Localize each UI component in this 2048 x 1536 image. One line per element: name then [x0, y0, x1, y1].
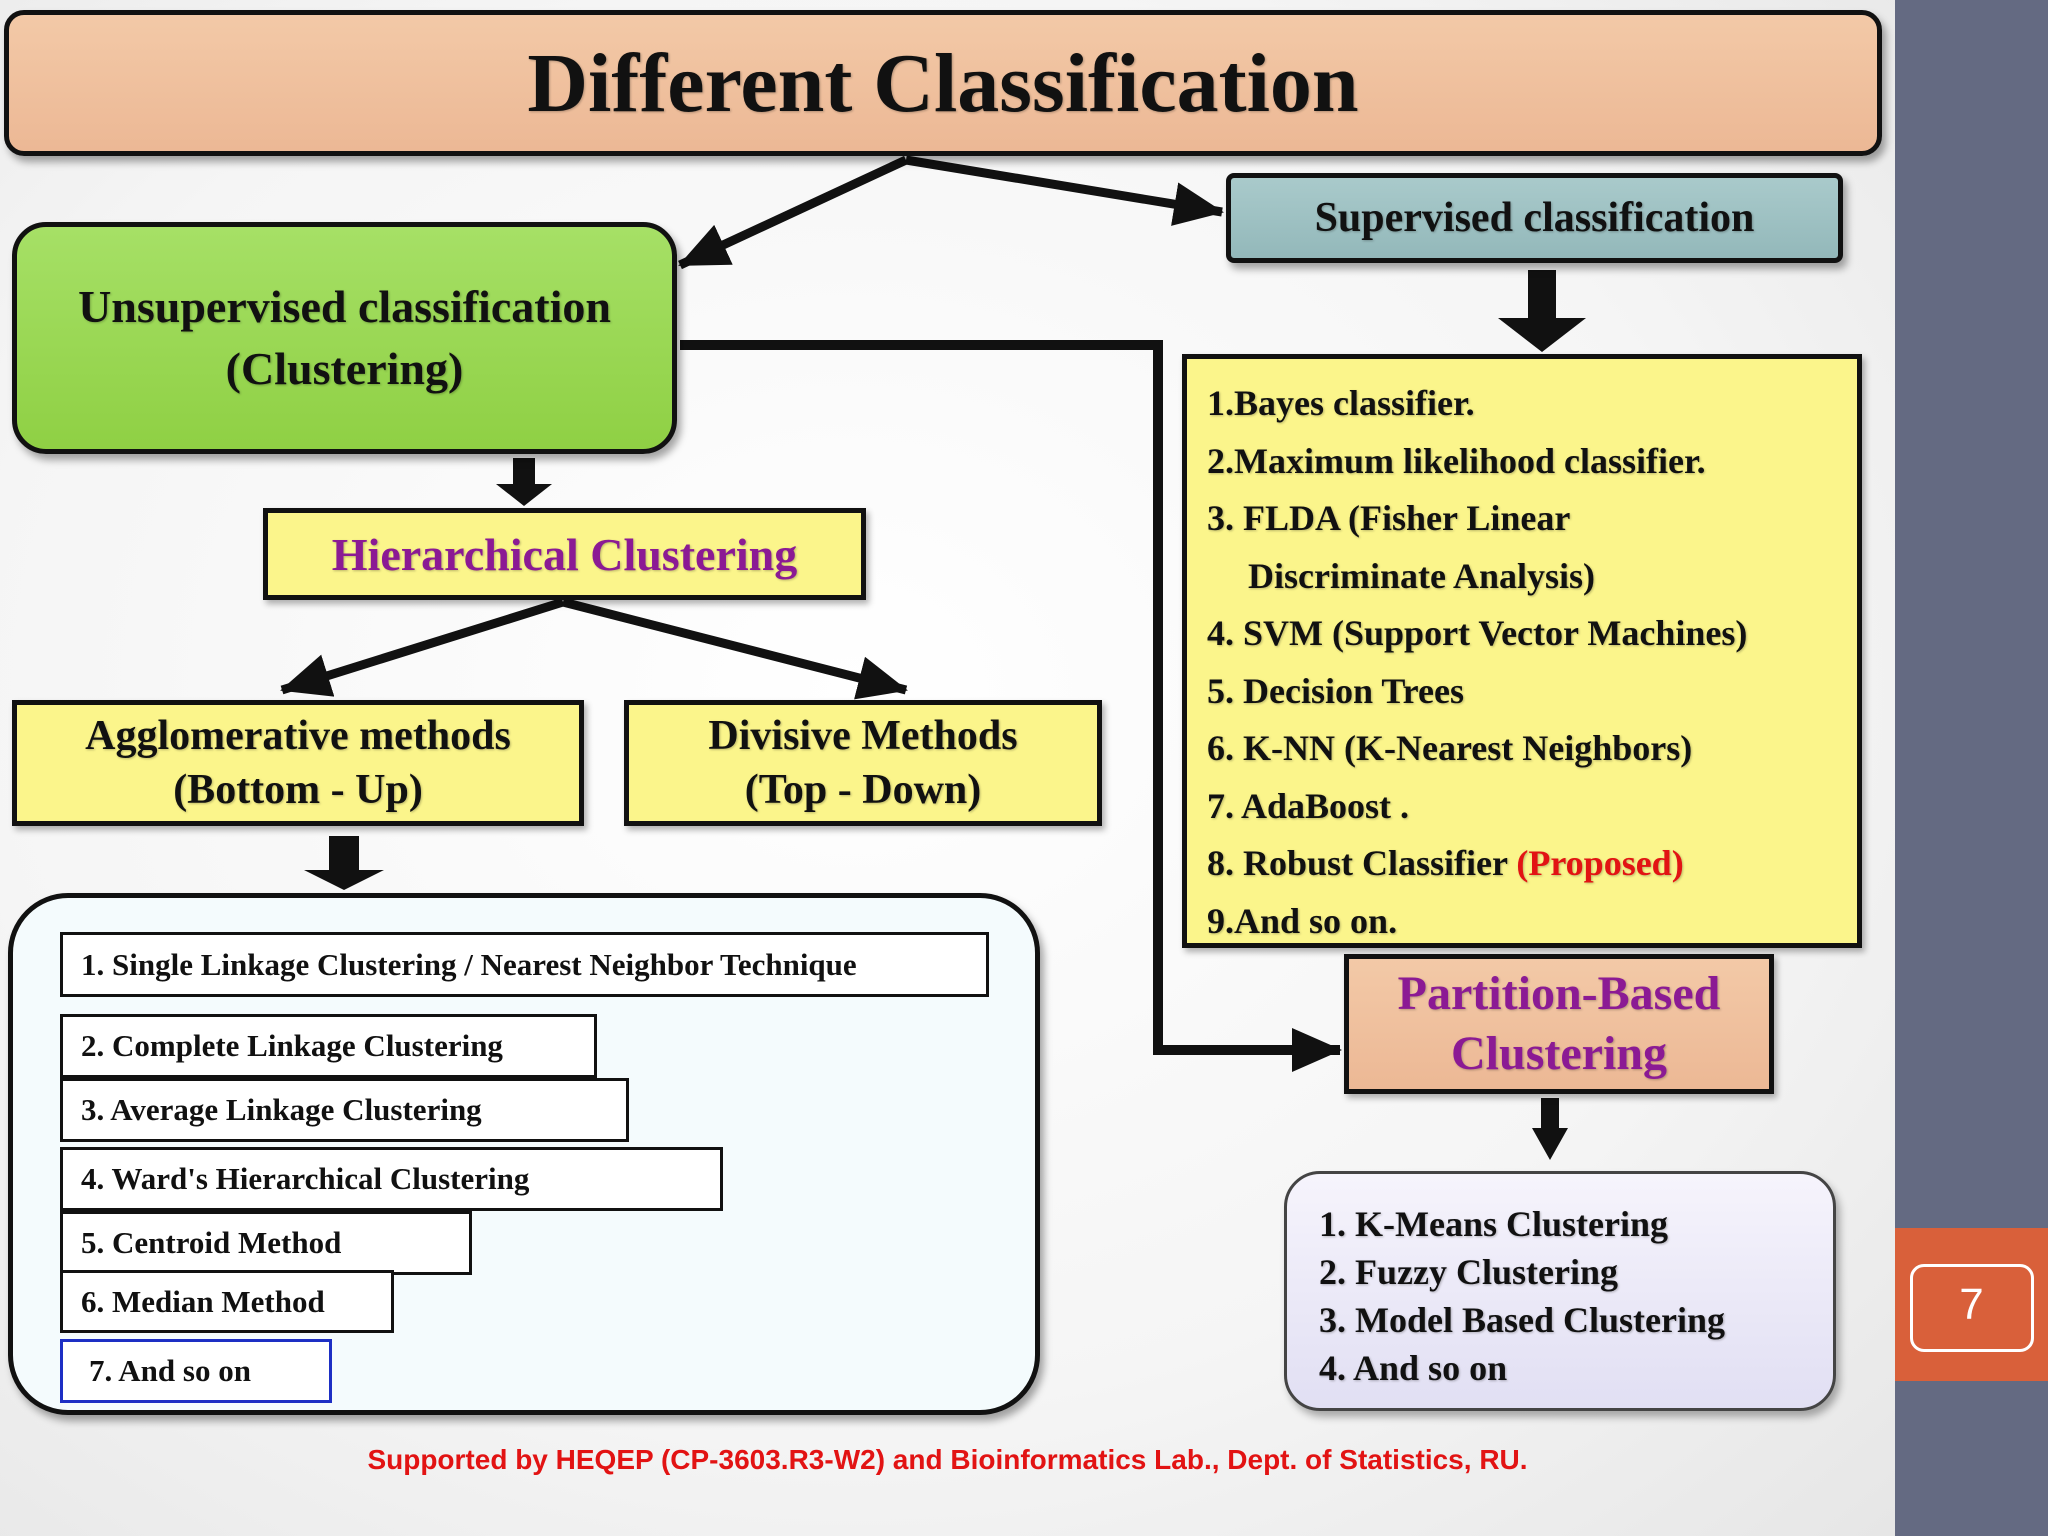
list-item: 1.Bayes classifier.: [1207, 383, 1475, 423]
agglomerative-label: Agglomerative methods: [85, 713, 511, 759]
hier-method-5: 5. Centroid Method: [60, 1211, 472, 1275]
slide-title: Different Classification: [527, 36, 1359, 130]
list-item: 3. FLDA (Fisher Linear: [1207, 498, 1571, 538]
hier-method-4: 4. Ward's Hierarchical Clustering: [60, 1147, 723, 1211]
list-item: 5. Decision Trees: [1207, 670, 1464, 711]
supervised-box: Supervised classification: [1226, 173, 1843, 263]
list-item: 1. K-Means Clustering: [1319, 1204, 1668, 1244]
arrow-title-to-unsupervised: [678, 155, 908, 270]
arrow-unsupervised-to-partition: [680, 340, 1342, 1072]
list-item: 7. AdaBoost .: [1207, 785, 1410, 826]
list-item: 6. K-NN (K-Nearest Neighbors): [1207, 728, 1693, 768]
supervised-method-list: 1.Bayes classifier. 2.Maximum likelihood…: [1182, 354, 1862, 948]
list-item: 9.And so on.: [1207, 900, 1398, 941]
page-number-tab: [1895, 1228, 2048, 1381]
clustering-label: (Clustering): [225, 343, 464, 394]
divisive-sublabel: (Top - Down): [744, 767, 982, 813]
hier-method-7: 7. And so on: [60, 1339, 332, 1403]
hierarchical-box: Hierarchical Clustering: [263, 508, 866, 600]
hier-method-1: 1. Single Linkage Clustering / Nearest N…: [60, 932, 989, 997]
list-item: 4. And so on: [1319, 1348, 1508, 1388]
unsupervised-box: Unsupervised classification (Clustering): [12, 222, 677, 454]
partition-box: Partition-Based Clustering: [1344, 954, 1774, 1094]
partition-methods-panel: 1. K-Means Clustering 2. Fuzzy Clusterin…: [1284, 1171, 1836, 1411]
partition-label: Partition-Based: [1397, 967, 1721, 1020]
partition-sublabel: Clustering: [1451, 1027, 1667, 1080]
block-arrow-agglomerative-to-methods: [304, 836, 384, 890]
hier-method-6: 6. Median Method: [60, 1270, 394, 1333]
hier-method-2: 2. Complete Linkage Clustering: [60, 1014, 597, 1078]
arrow-hier-to-agglomerative: [280, 597, 565, 697]
divisive-label: Divisive Methods: [708, 713, 1018, 759]
list-item: Discriminate Analysis): [1248, 555, 1595, 596]
agglomerative-box: Agglomerative methods (Bottom - Up): [12, 700, 584, 826]
proposed-tag: (Proposed): [1516, 843, 1684, 883]
connector-arrows: [280, 155, 1586, 1160]
list-item: 8. Robust Classifier (Proposed): [1207, 835, 1857, 893]
arrow-title-to-supervised: [905, 155, 1224, 226]
unsupervised-label: Unsupervised classification: [78, 281, 611, 332]
list-item: 2.Maximum likelihood classifier.: [1207, 440, 1706, 481]
robust-classifier-label: 8. Robust Classifier: [1207, 843, 1508, 883]
supervised-label: Supervised classification: [1314, 195, 1755, 241]
arrow-hier-to-divisive: [561, 597, 908, 700]
list-item: 4. SVM (Support Vector Machines): [1207, 613, 1748, 653]
page-number: 7: [1959, 1279, 1984, 1329]
block-arrow-unsupervised-to-hier: [496, 458, 552, 506]
list-item: 3. Model Based Clustering: [1319, 1300, 1726, 1340]
title-banner: Different Classification: [4, 10, 1882, 156]
agglomerative-sublabel: (Bottom - Up): [173, 767, 423, 813]
page-number-bracket: [1910, 1264, 2034, 1352]
hierarchical-label: Hierarchical Clustering: [331, 528, 798, 580]
hier-method-3: 3. Average Linkage Clustering: [60, 1078, 629, 1142]
block-arrow-partition-to-list: [1532, 1098, 1568, 1160]
list-item: 2. Fuzzy Clustering: [1319, 1252, 1618, 1292]
divisive-box: Divisive Methods (Top - Down): [624, 700, 1102, 826]
footer-credit: Supported by HEQEP (CP-3603.R3-W2) and B…: [367, 1444, 1528, 1475]
block-arrow-supervised-to-list: [1498, 270, 1586, 352]
